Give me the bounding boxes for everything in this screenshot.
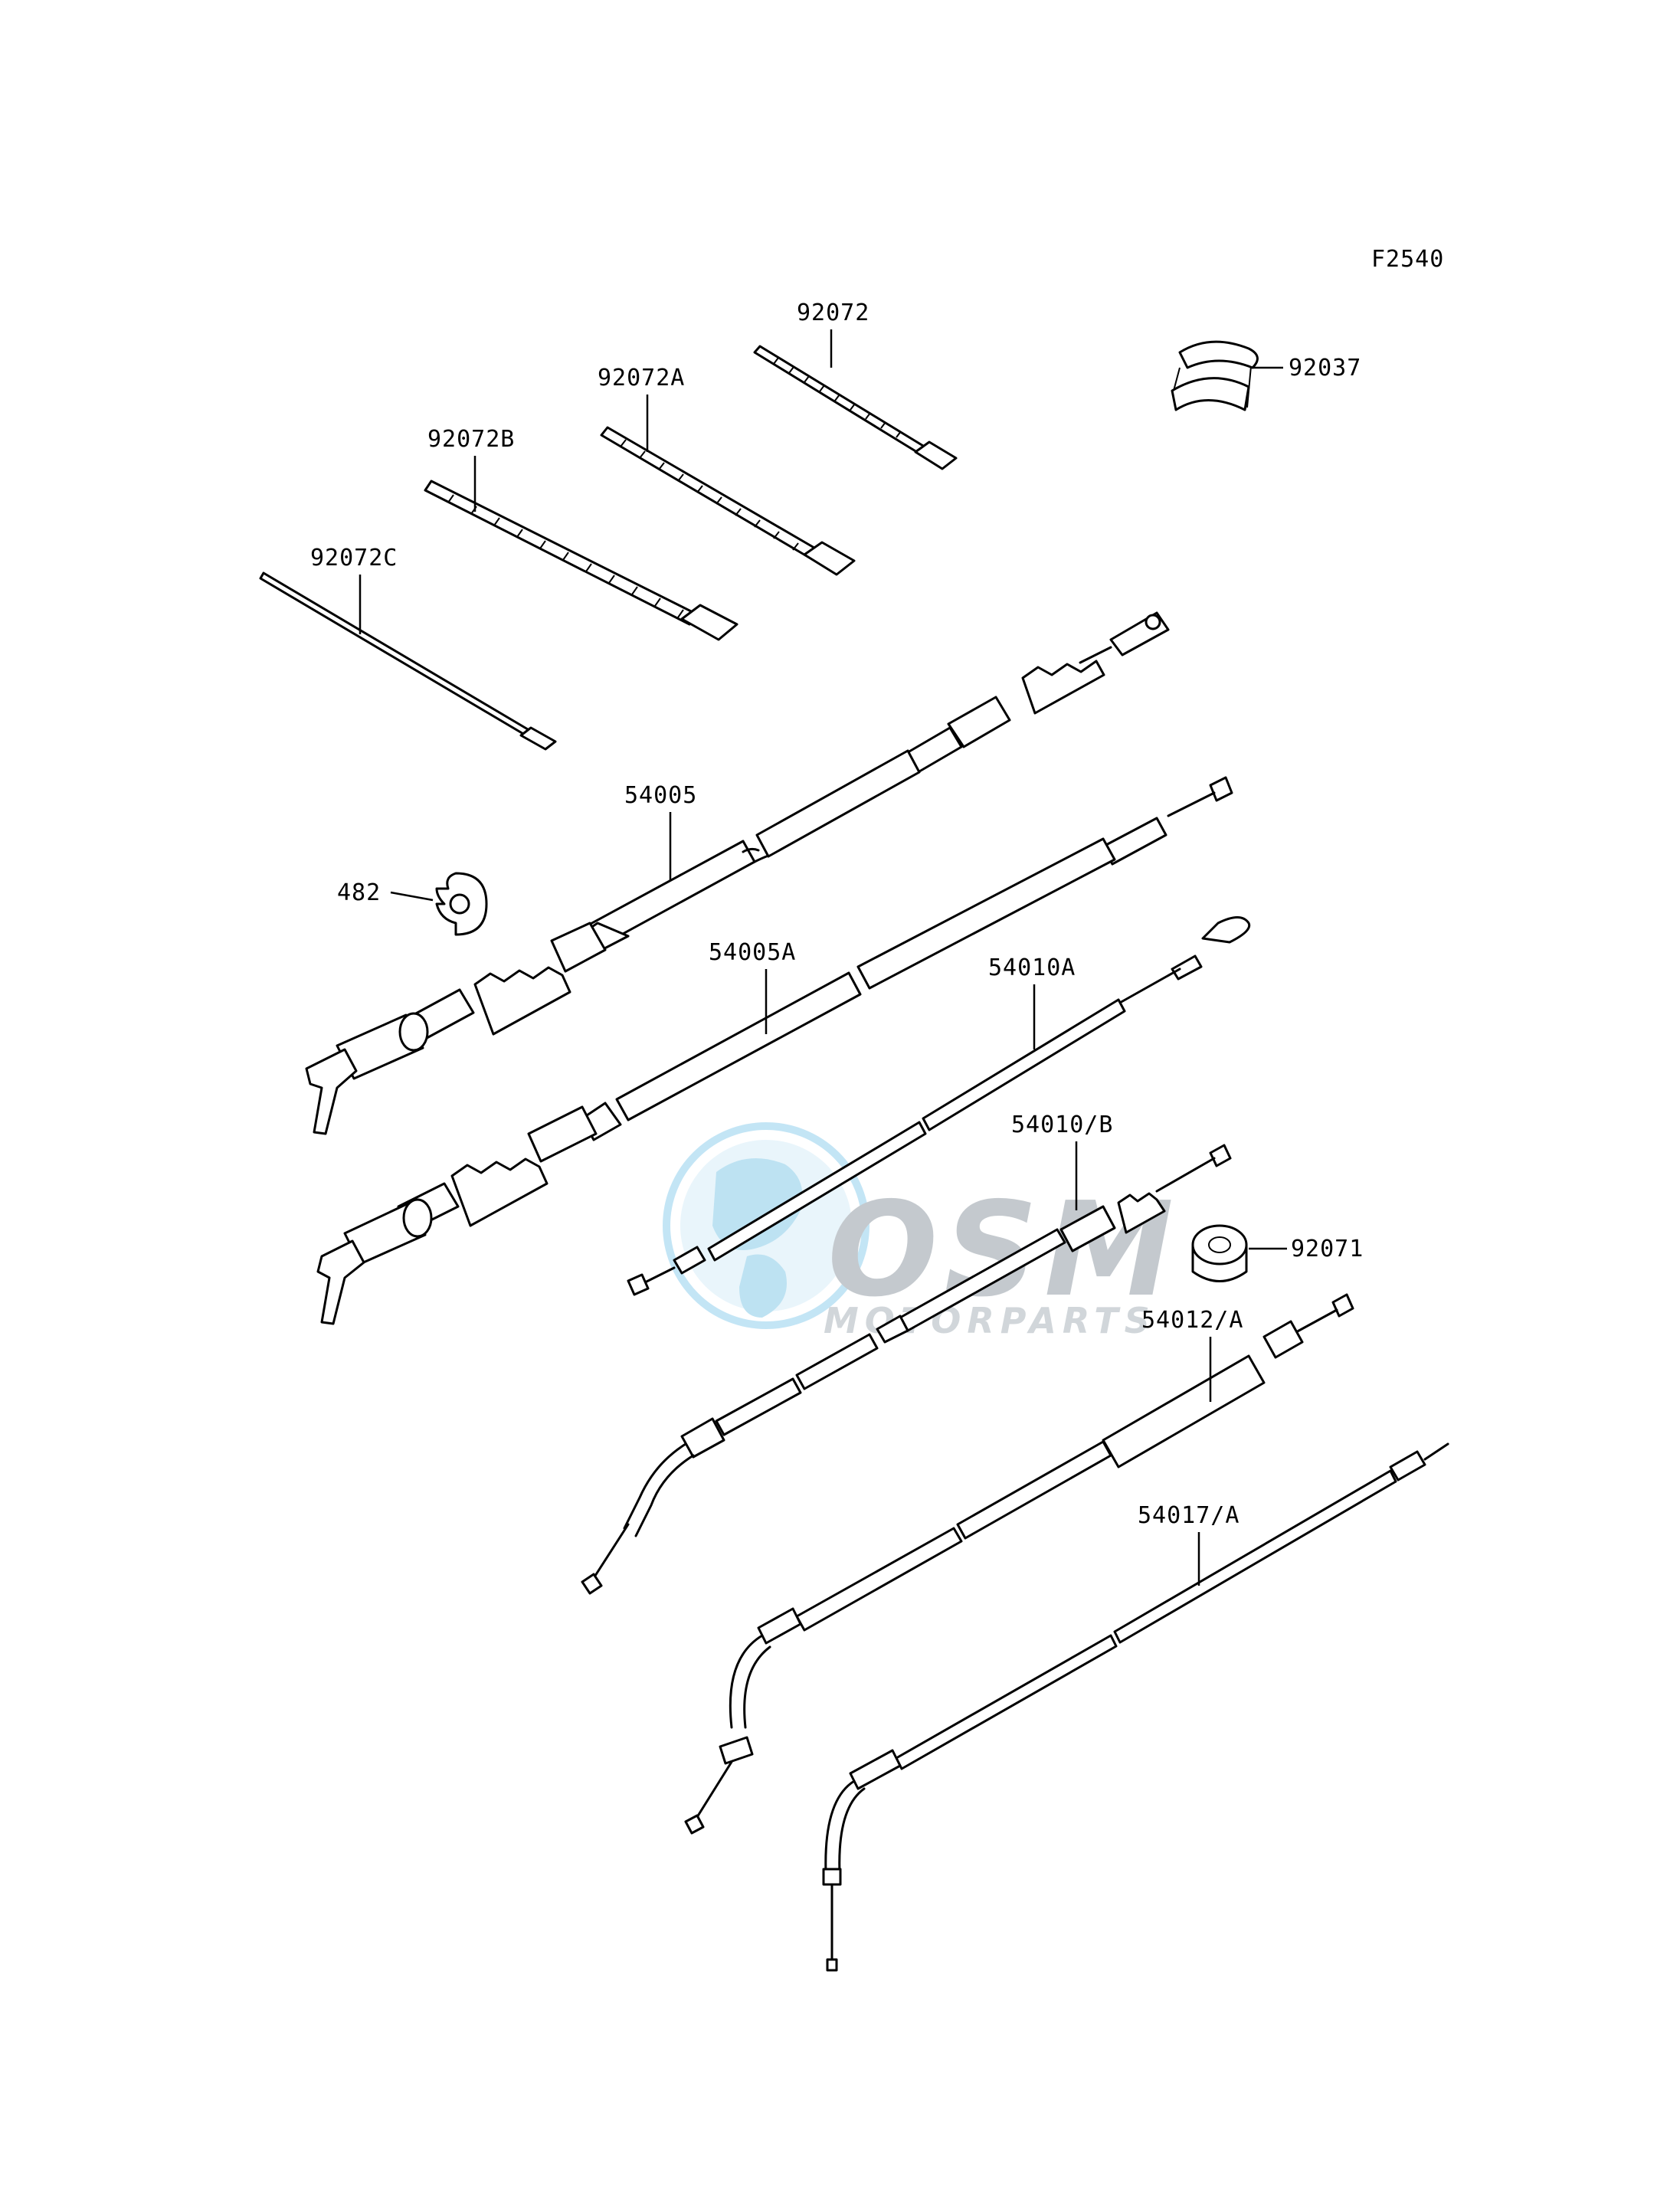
watermark-logo: OSM MOTORPARTS [663, 1122, 1180, 1341]
grommet-92071[interactable] [1191, 1224, 1248, 1282]
label-92071: 92071 [1291, 1236, 1364, 1262]
cable-54005A[interactable] [316, 776, 1233, 1325]
label-92072C: 92072C [310, 545, 398, 571]
label-54017A: 54017/A [1138, 1502, 1240, 1529]
watermark-brand: OSM [827, 1174, 1180, 1326]
cable-54005[interactable] [305, 611, 1170, 1135]
e-clip-482[interactable] [435, 872, 488, 936]
watermark-sub: MOTORPARTS [824, 1300, 1156, 1341]
cable-tie-92072[interactable] [753, 345, 958, 470]
label-92037: 92037 [1289, 355, 1361, 381]
cable-54012A[interactable] [684, 1293, 1354, 1835]
figure-code: F2540 [1371, 246, 1444, 273]
label-92072B: 92072B [427, 426, 515, 453]
label-54005: 54005 [624, 782, 697, 809]
label-482: 482 [337, 879, 381, 906]
label-54010A: 54010A [988, 954, 1076, 981]
label-54005A: 54005A [709, 939, 796, 966]
cable-tie-92072C[interactable] [259, 571, 557, 751]
label-54010B: 54010/B [1011, 1112, 1113, 1138]
cable-54017A[interactable] [822, 1442, 1449, 1972]
clamp-92037[interactable] [1171, 340, 1259, 411]
label-54012A: 54012/A [1141, 1307, 1243, 1334]
label-92072A: 92072A [598, 365, 685, 391]
cable-54010A[interactable] [627, 916, 1251, 1296]
label-92072: 92072 [797, 300, 869, 326]
cable-54010B[interactable] [581, 1144, 1232, 1595]
cable-tie-92072B[interactable] [424, 480, 738, 641]
cable-tie-92072A[interactable] [600, 426, 856, 576]
